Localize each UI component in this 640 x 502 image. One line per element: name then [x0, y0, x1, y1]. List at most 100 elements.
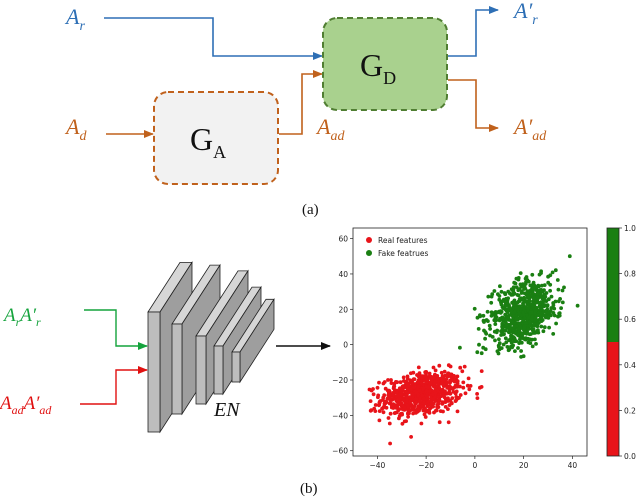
point-fake [532, 331, 536, 335]
point-real [423, 406, 427, 411]
arrow-fake-to-encoder [80, 366, 148, 405]
point-fake [548, 282, 553, 287]
arrow-gd-to-aad-prime [448, 79, 499, 132]
point-real [409, 380, 413, 385]
y-tick-label: −20 [332, 376, 348, 385]
point-real [401, 384, 405, 388]
point-fake [552, 313, 557, 318]
point-fake [527, 332, 532, 337]
point-real [440, 402, 445, 406]
point-real [396, 406, 400, 411]
point-real [387, 396, 392, 401]
point-fake [516, 333, 520, 337]
point-real [371, 387, 375, 391]
point-fake [531, 303, 536, 308]
x-tick-label: 40 [568, 461, 578, 470]
point-fake [512, 291, 517, 296]
point-fake [534, 305, 539, 310]
point-real [436, 405, 441, 409]
point-fake [503, 292, 508, 297]
point-fake [458, 345, 462, 350]
point-real [460, 369, 465, 374]
point-fake [507, 347, 512, 352]
point-real [442, 369, 447, 374]
point-fake [525, 291, 530, 295]
arrow-ga-to-gd [279, 70, 323, 135]
point-fake [558, 297, 562, 301]
point-real [392, 384, 396, 389]
point-real [386, 378, 390, 382]
point-fake [533, 318, 538, 323]
y-tick-label: −40 [332, 411, 348, 420]
point-fake [538, 310, 543, 315]
point-real [405, 399, 409, 404]
y-tick-label: −60 [332, 447, 348, 456]
point-real [387, 389, 392, 394]
point-fake [499, 309, 504, 314]
point-fake [493, 322, 498, 326]
point-real [391, 406, 396, 410]
point-fake [549, 306, 554, 310]
colorbar-tick-label: 0.6 [624, 315, 636, 324]
point-real [410, 404, 414, 409]
point-fake [487, 323, 492, 328]
point-fake [516, 276, 521, 280]
point-fake [505, 310, 510, 314]
point-fake [506, 289, 511, 294]
point-real [445, 385, 450, 390]
point-fake [497, 341, 502, 346]
point-real [458, 384, 462, 389]
point-real [413, 397, 417, 402]
colorbar-frame [606, 227, 620, 457]
point-fake [519, 355, 523, 359]
point-real [417, 388, 422, 393]
point-fake [517, 297, 522, 301]
point-fake [503, 328, 508, 333]
point-fake [514, 324, 519, 328]
point-real [467, 387, 472, 392]
point-fake [506, 315, 510, 320]
point-real [432, 381, 436, 386]
point-real [475, 396, 480, 400]
point-fake [536, 283, 541, 288]
point-real [398, 380, 403, 385]
point-real [405, 387, 410, 391]
point-fake [496, 292, 500, 297]
point-real [445, 380, 449, 385]
point-real [461, 380, 466, 385]
point-real [475, 392, 479, 396]
point-real [443, 389, 447, 394]
point-real [400, 411, 404, 416]
point-fake [486, 319, 490, 323]
point-real [442, 382, 447, 387]
point-fake [530, 310, 534, 315]
point-real [424, 389, 429, 393]
point-real [387, 421, 392, 426]
scatter-points [367, 254, 580, 446]
point-real [408, 387, 413, 392]
colorbar: 1.00.80.60.40.20.0 [606, 224, 636, 461]
y-tick-label: 40 [338, 270, 348, 279]
point-real [420, 393, 424, 398]
point-real [445, 391, 450, 396]
point-real [427, 371, 432, 376]
point-fake [556, 287, 561, 292]
point-real [448, 364, 453, 369]
point-fake [543, 303, 548, 308]
point-fake [497, 337, 501, 342]
point-fake [476, 327, 481, 331]
point-fake [501, 317, 506, 322]
point-real [416, 378, 421, 382]
point-fake [503, 304, 508, 309]
point-fake [493, 338, 497, 343]
point-real [442, 377, 446, 382]
point-fake [562, 285, 566, 290]
point-fake [517, 341, 522, 345]
point-fake [497, 345, 501, 349]
point-real [453, 385, 458, 389]
legend-marker-real [366, 237, 372, 243]
point-real [405, 403, 410, 408]
point-fake [521, 310, 525, 315]
point-fake [478, 313, 482, 317]
colorbar-tick-label: 0.4 [624, 361, 636, 370]
